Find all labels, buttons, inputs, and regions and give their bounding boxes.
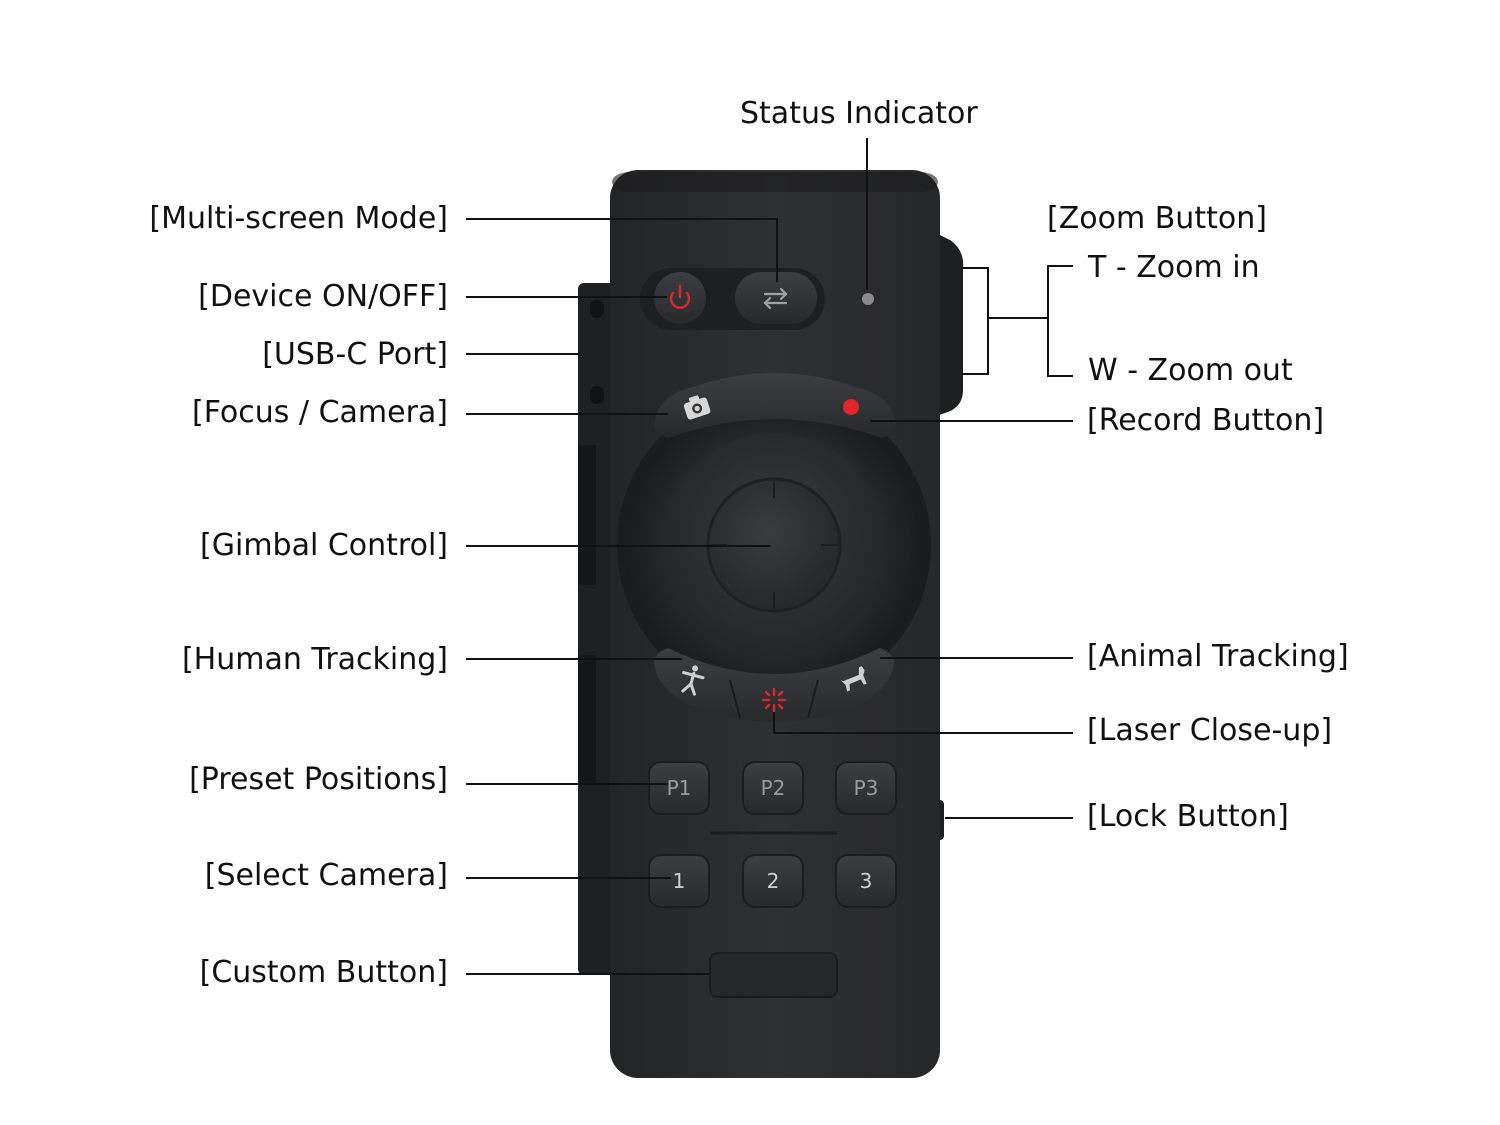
leader-lines [466,138,1073,975]
zoom-in-label: T - Zoom in [1088,250,1260,285]
camera-button-1[interactable] [648,854,710,908]
preset-button-p2[interactable] [742,761,804,815]
arc-divider [729,679,741,719]
custom-button[interactable] [709,952,838,998]
preset-positions-label: [Preset Positions] [189,762,448,797]
lock-button-label: [Lock Button] [1087,799,1289,834]
preset-label-p2: P2 [761,776,786,800]
human-tracking-label: [Human Tracking] [181,642,448,677]
gimbal-control-label: [Gimbal Control] [200,528,448,563]
preset-button-p3[interactable] [835,761,897,815]
leader-zoom-bracket [962,267,989,375]
camera-button-3[interactable] [835,854,897,908]
status-indicator-label: Status Indicator [740,96,978,131]
joystick-notch [710,481,838,609]
side-groove [578,445,596,585]
camera-label-1: 1 [673,869,686,893]
record-button-label: [Record Button] [1087,403,1325,438]
laser-close-up-button[interactable] [761,687,787,713]
usb-c-port [590,300,604,318]
side-groove [578,655,596,785]
status-indicator-led [862,293,874,305]
custom-button-label: [Custom Button] [199,955,448,990]
leader-multi-screen [466,218,778,282]
side-hole [590,386,604,404]
multi-screen-button[interactable] [735,272,817,324]
camera-select-row: 1 2 3 [648,854,897,908]
record-dot-icon [843,399,859,415]
record-button[interactable] [843,399,859,415]
zoom-button-label: [Zoom Button] [1047,201,1267,236]
animal-icon [840,666,867,692]
laser-target-icon [761,687,787,713]
zoom-out-label: W - Zoom out [1088,353,1293,388]
human-figure-icon [681,665,705,696]
usb-c-port-label: [USB-C Port] [262,337,448,372]
preset-button-p1[interactable] [648,761,710,815]
preset-label-p1: P1 [667,776,692,800]
device-on-off-label: [Device ON/OFF] [198,279,448,314]
leader-zoom-tw [1047,265,1073,377]
select-camera-label: [Select Camera] [204,858,448,893]
camera-label-2: 2 [767,869,780,893]
human-tracking-button[interactable] [679,663,706,696]
camera-icon [683,395,711,420]
preset-label-p3: P3 [854,776,879,800]
animal-tracking-button[interactable] [839,666,870,692]
arc-divider [807,679,819,719]
top-arc-buttons [654,373,896,438]
laser-close-up-label: [Laser Close-up] [1087,713,1333,748]
power-icon [669,284,691,309]
body-top-edge [612,172,938,192]
animal-tracking-label: [Animal Tracking] [1087,639,1349,674]
preset-buttons-row: P1 P2 P3 [648,761,897,815]
focus-camera-label: [Focus / Camera] [192,395,448,430]
camera-label-3: 3 [860,869,873,893]
bottom-arc-buttons [653,648,895,722]
multi-screen-mode-label: [Multi-screen Mode] [149,201,448,236]
focus-camera-button[interactable] [682,393,711,420]
swap-arrows-icon [763,287,788,310]
leader-laser [773,712,1073,734]
camera-button-2[interactable] [742,854,804,908]
